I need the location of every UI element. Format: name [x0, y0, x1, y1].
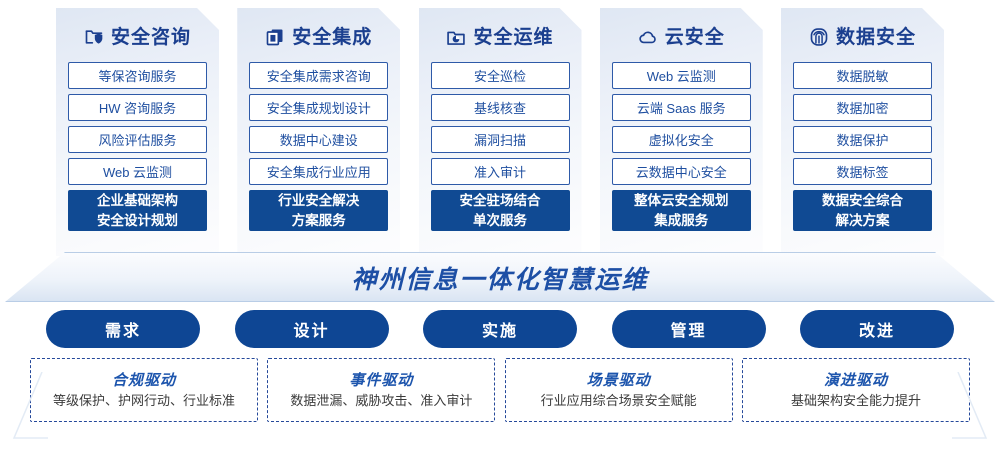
service-item[interactable]: 数据脱敏	[793, 62, 932, 89]
service-highlight[interactable]: 安全驻场结合 单次服务	[431, 190, 570, 231]
card-header: 安全运维	[431, 22, 570, 52]
service-item[interactable]: 安全巡检	[431, 62, 570, 89]
service-highlight-line: 集成服务	[654, 212, 709, 228]
stage-pill-implementation[interactable]: 实施	[423, 310, 577, 348]
folder-shield-icon	[84, 27, 104, 47]
driver-boxes: 合规驱动 等级保护、护网行动、行业标准 事件驱动 数据泄漏、威胁攻击、准入审计 …	[0, 358, 1000, 422]
service-item[interactable]: 数据保护	[793, 126, 932, 153]
service-card-data-security[interactable]: 数据安全 数据脱敏 数据加密 数据保护 数据标签 数据安全综合 解决方案	[781, 8, 944, 256]
folder-chart-icon	[446, 27, 466, 47]
service-item[interactable]: 安全集成行业应用	[249, 158, 388, 185]
service-item[interactable]: Web 云监测	[612, 62, 751, 89]
service-item[interactable]: 准入审计	[431, 158, 570, 185]
service-item[interactable]: 云端 Saas 服务	[612, 94, 751, 121]
service-highlight[interactable]: 整体云安全规划 集成服务	[612, 190, 751, 231]
fingerprint-icon	[809, 27, 829, 47]
service-item[interactable]: 等保咨询服务	[68, 62, 207, 89]
service-highlight[interactable]: 数据安全综合 解决方案	[793, 190, 932, 231]
card-title: 安全运维	[473, 26, 554, 48]
service-highlight-line: 企业基础架构	[97, 192, 178, 208]
service-card-security-consulting[interactable]: 安全咨询 等保咨询服务 HW 咨询服务 风险评估服务 Web 云监测 企业基础架…	[56, 8, 219, 256]
service-columns: 安全咨询 等保咨询服务 HW 咨询服务 风险评估服务 Web 云监测 企业基础架…	[0, 8, 1000, 256]
service-highlight-line: 解决方案	[835, 212, 890, 228]
driver-description: 等级保护、护网行动、行业标准	[52, 392, 235, 408]
driver-description: 基础架构安全能力提升	[790, 392, 921, 408]
card-title: 数据安全	[835, 26, 916, 48]
stacked-documents-icon	[265, 27, 285, 47]
service-highlight-line: 单次服务	[473, 212, 527, 228]
service-highlight-line: 方案服务	[291, 212, 346, 228]
service-item[interactable]: 数据加密	[793, 94, 932, 121]
platform-banner: 神州信息一体化智慧运维	[5, 252, 995, 302]
card-header: 安全咨询	[68, 22, 207, 52]
service-highlight-line: 安全设计规划	[97, 212, 178, 228]
card-header: 数据安全	[793, 22, 932, 52]
service-item[interactable]: 云数据中心安全	[612, 158, 751, 185]
driver-title: 合规驱动	[111, 371, 176, 389]
driver-box-compliance[interactable]: 合规驱动 等级保护、护网行动、行业标准	[30, 358, 258, 422]
stage-pill-improvement[interactable]: 改进	[800, 310, 954, 348]
service-card-cloud-security[interactable]: 云安全 Web 云监测 云端 Saas 服务 虚拟化安全 云数据中心安全 整体云…	[600, 8, 763, 256]
service-highlight-line: 数据安全综合	[822, 192, 903, 208]
card-title: 安全集成	[292, 26, 373, 48]
service-item[interactable]: 数据中心建设	[249, 126, 388, 153]
driver-description: 行业应用综合场景安全赋能	[540, 392, 697, 408]
stage-pill-management[interactable]: 管理	[611, 310, 766, 348]
service-highlight[interactable]: 企业基础架构 安全设计规划	[68, 190, 207, 231]
service-card-security-operations[interactable]: 安全运维 安全巡检 基线核查 漏洞扫描 准入审计 安全驻场结合 单次服务	[419, 8, 582, 256]
driver-box-scenario[interactable]: 场景驱动 行业应用综合场景安全赋能	[504, 358, 733, 422]
service-highlight-line: 整体云安全规划	[634, 192, 729, 208]
service-item[interactable]: HW 咨询服务	[68, 94, 207, 121]
service-item[interactable]: 风险评估服务	[68, 126, 207, 153]
service-highlight-line: 行业安全解决	[278, 192, 360, 208]
card-title: 安全咨询	[110, 26, 191, 48]
service-item[interactable]: Web 云监测	[68, 158, 207, 185]
card-header: 安全集成	[249, 22, 388, 52]
driver-box-incident[interactable]: 事件驱动 数据泄漏、威胁攻击、准入审计	[267, 358, 496, 422]
service-item[interactable]: 漏洞扫描	[431, 126, 570, 153]
lifecycle-stages: 需求 设计 实施 管理 改进	[0, 310, 1000, 348]
service-card-security-integration[interactable]: 安全集成 安全集成需求咨询 安全集成规划设计 数据中心建设 安全集成行业应用 行…	[237, 8, 400, 256]
card-header: 云安全	[612, 22, 751, 52]
service-item[interactable]: 安全集成需求咨询	[249, 62, 388, 89]
driver-title: 事件驱动	[349, 371, 414, 389]
platform-banner-title: 神州信息一体化智慧运维	[351, 265, 649, 294]
driver-description: 数据泄漏、威胁攻击、准入审计	[290, 392, 473, 408]
driver-box-evolution[interactable]: 演进驱动 基础架构安全能力提升	[741, 358, 970, 422]
cloud-icon	[638, 27, 658, 47]
service-highlight-line: 安全驻场结合	[459, 192, 541, 208]
service-item[interactable]: 安全集成规划设计	[249, 94, 388, 121]
driver-title: 场景驱动	[586, 371, 651, 389]
service-item[interactable]: 基线核查	[431, 94, 570, 121]
service-highlight[interactable]: 行业安全解决 方案服务	[249, 190, 388, 231]
stage-pill-design[interactable]: 设计	[234, 310, 389, 348]
card-title: 云安全	[664, 26, 725, 48]
stage-pill-requirement[interactable]: 需求	[46, 310, 200, 348]
service-item[interactable]: 数据标签	[793, 158, 932, 185]
service-item[interactable]: 虚拟化安全	[612, 126, 751, 153]
driver-title: 演进驱动	[823, 371, 888, 389]
